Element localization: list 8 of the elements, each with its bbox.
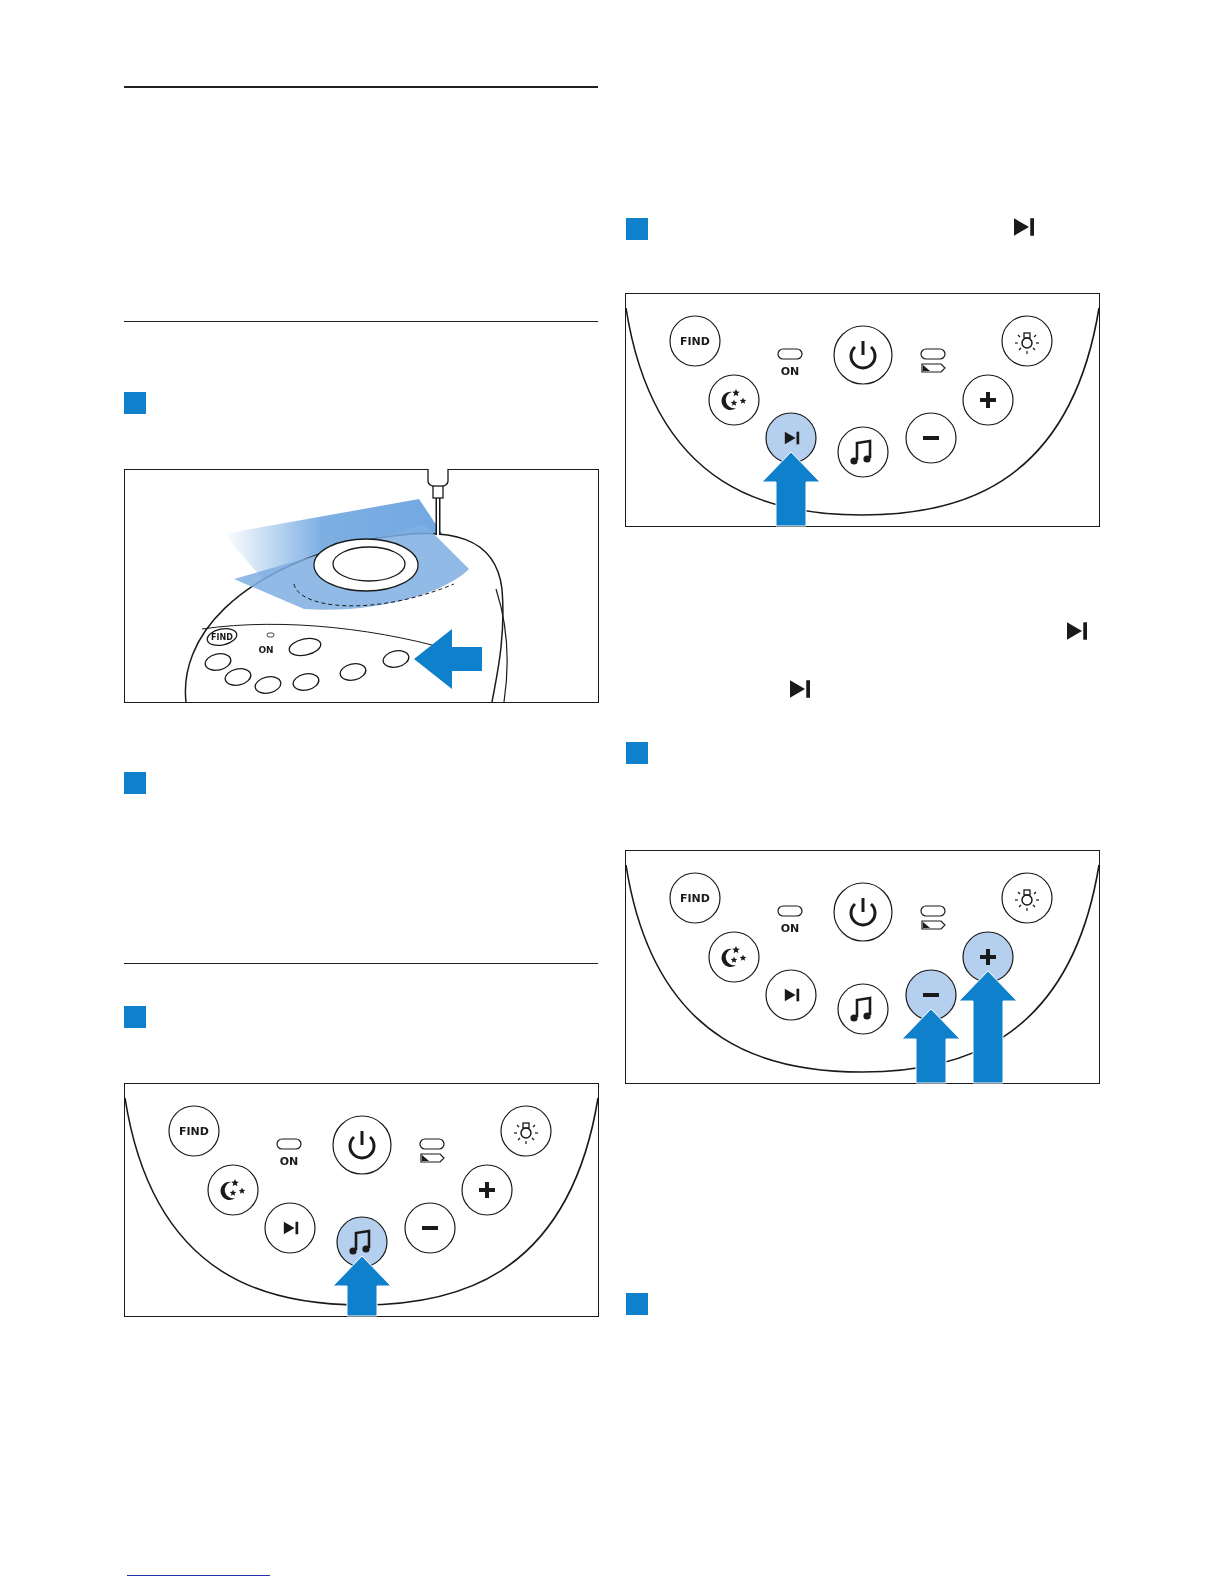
led-label: ON [279, 1155, 299, 1168]
led-label: ON [258, 645, 274, 655]
find-button: FIND [669, 315, 721, 367]
led-label: ON [780, 922, 800, 935]
led-label: ON [780, 365, 800, 378]
button-label: FIND [211, 633, 233, 642]
find-button: FIND [669, 872, 721, 924]
find-button: FIND [168, 1105, 220, 1157]
